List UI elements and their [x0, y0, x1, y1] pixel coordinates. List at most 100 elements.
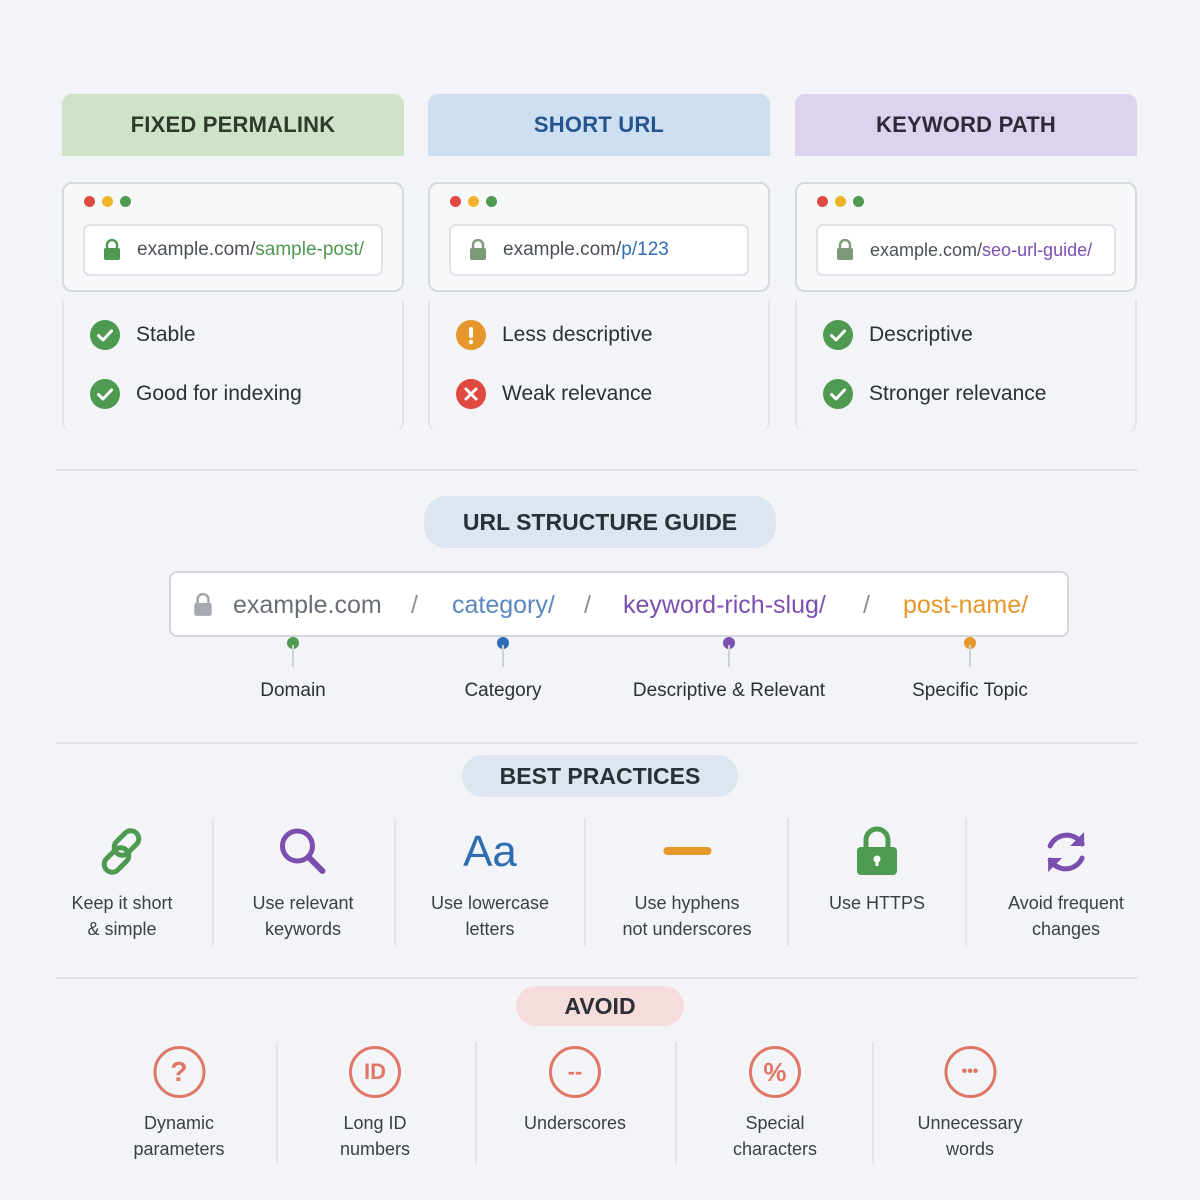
column-divider: [872, 1042, 874, 1164]
cross-icon: [456, 379, 486, 409]
practice-item: Aa Use lowercase letters: [431, 824, 549, 942]
marker-dot: [723, 637, 735, 649]
practice-item: Avoid frequent changes: [1008, 824, 1124, 942]
id-icon: ID: [349, 1046, 401, 1098]
column-divider: [787, 818, 789, 946]
property-text: Stronger relevance: [869, 382, 1047, 405]
card-title: SHORT URL: [428, 94, 770, 156]
practice-item: Keep it short & simple: [71, 824, 173, 942]
check-icon: [90, 379, 120, 409]
column-divider: [212, 818, 214, 946]
marker-line: [728, 645, 730, 667]
column-divider: [584, 818, 586, 946]
segment-label-category: Category: [464, 680, 542, 701]
section-divider: [56, 469, 1138, 471]
properties-list: Descriptive Stronger relevance: [795, 300, 1137, 432]
practice-label: Avoid frequent changes: [1008, 893, 1124, 939]
url-domain: example.com/: [870, 239, 983, 260]
close-dot: [817, 196, 828, 207]
avoid-title: AVOID: [516, 986, 684, 1026]
practice-label: Keep it short & simple: [71, 893, 173, 939]
marker-line: [969, 645, 971, 667]
practice-item: Use HTTPS: [829, 824, 925, 916]
url-path: sample-post/: [255, 239, 365, 260]
minimize-dot: [835, 196, 846, 207]
avoid-item: ID Long ID numbers: [340, 1046, 410, 1162]
address-bar[interactable]: example.com/sample-post/: [83, 224, 383, 276]
address-bar[interactable]: example.com/seo-url-guide/: [816, 224, 1116, 276]
close-dot: [450, 196, 461, 207]
avoid-label: Unnecessary words: [917, 1113, 1023, 1159]
properties-list: Less descriptive Weak relevance: [428, 300, 770, 432]
check-icon: [823, 379, 853, 409]
marker-dot: [497, 637, 509, 649]
property-item: Less descriptive: [456, 320, 653, 350]
refresh-icon: [1047, 832, 1085, 872]
maximize-dot: [486, 196, 497, 207]
practice-item: Use relevant keywords: [252, 824, 354, 942]
separator: /: [863, 591, 870, 619]
dots-icon: •••: [943, 1046, 996, 1098]
best-practices-title: BEST PRACTICES: [462, 755, 738, 797]
practice-label: Use HTTPS: [828, 893, 926, 913]
url-domain: example.com/: [137, 239, 256, 260]
address-bar[interactable]: example.com/p/123: [449, 224, 749, 276]
segment-slug: keyword-rich-slug/: [623, 591, 826, 619]
avoid-label: Underscores: [523, 1113, 627, 1133]
column-divider: [475, 1042, 477, 1164]
property-item: Stronger relevance: [823, 379, 1046, 409]
maximize-dot: [120, 196, 131, 207]
aa-icon: Aa: [463, 827, 517, 876]
segment-label-slug: Descriptive & Relevant: [632, 680, 826, 701]
check-icon: [823, 320, 853, 350]
card-title: KEYWORD PATH: [795, 94, 1137, 156]
warning-icon: [456, 320, 486, 350]
avoid-item: ••• Unnecessary words: [917, 1046, 1023, 1162]
property-text: Less descriptive: [502, 323, 653, 346]
padlock-icon: [856, 826, 897, 875]
hyphen-icon: [662, 847, 711, 855]
separator: /: [584, 591, 591, 619]
lock-icon: [194, 593, 212, 616]
url-structure-bar: example.com / category/ / keyword-rich-s…: [169, 571, 1069, 637]
url-path: seo-url-guide/: [982, 239, 1093, 260]
segment-domain: example.com: [233, 591, 382, 619]
property-item: Good for indexing: [90, 379, 302, 409]
structure-title: URL STRUCTURE GUIDE: [424, 496, 776, 548]
practice-label: Use lowercase letters: [430, 893, 550, 939]
url-domain: example.com/: [503, 239, 622, 260]
underscore-icon: --: [548, 1046, 601, 1098]
url-path: p/123: [621, 239, 669, 260]
percent-icon: %: [748, 1046, 801, 1098]
magnifier-icon: [279, 828, 325, 874]
lock-icon: [837, 239, 853, 260]
avoid-item: -- Underscores: [524, 1046, 626, 1136]
minimize-dot: [468, 196, 479, 207]
avoid-item: ? Dynamic parameters: [133, 1046, 225, 1162]
property-text: Descriptive: [869, 323, 973, 346]
card-title: FIXED PERMALINK: [62, 94, 404, 156]
separator: /: [411, 591, 418, 619]
lock-icon: [470, 239, 486, 260]
column-divider: [394, 818, 396, 946]
column-divider: [276, 1042, 278, 1164]
question-icon: ?: [152, 1046, 205, 1098]
check-icon: [90, 320, 120, 350]
column-divider: [965, 818, 967, 946]
column-divider: [675, 1042, 677, 1164]
window-controls: [450, 196, 497, 207]
section-divider: [56, 742, 1138, 744]
section-divider: [56, 977, 1138, 979]
avoid-item: % Special characters: [733, 1046, 817, 1162]
property-text: Good for indexing: [136, 382, 302, 405]
practice-item: Use hyphens not underscores: [622, 824, 752, 942]
marker-dot: [287, 637, 299, 649]
lock-icon: [104, 239, 120, 260]
practice-label: Use relevant keywords: [252, 893, 354, 939]
browser-window: example.com/p/123: [428, 182, 770, 292]
segment-post-name: post-name/: [903, 591, 1029, 619]
marker-line: [502, 645, 504, 667]
minimize-dot: [102, 196, 113, 207]
properties-list: Stable Good for indexing: [62, 300, 404, 432]
window-controls: [84, 196, 131, 207]
